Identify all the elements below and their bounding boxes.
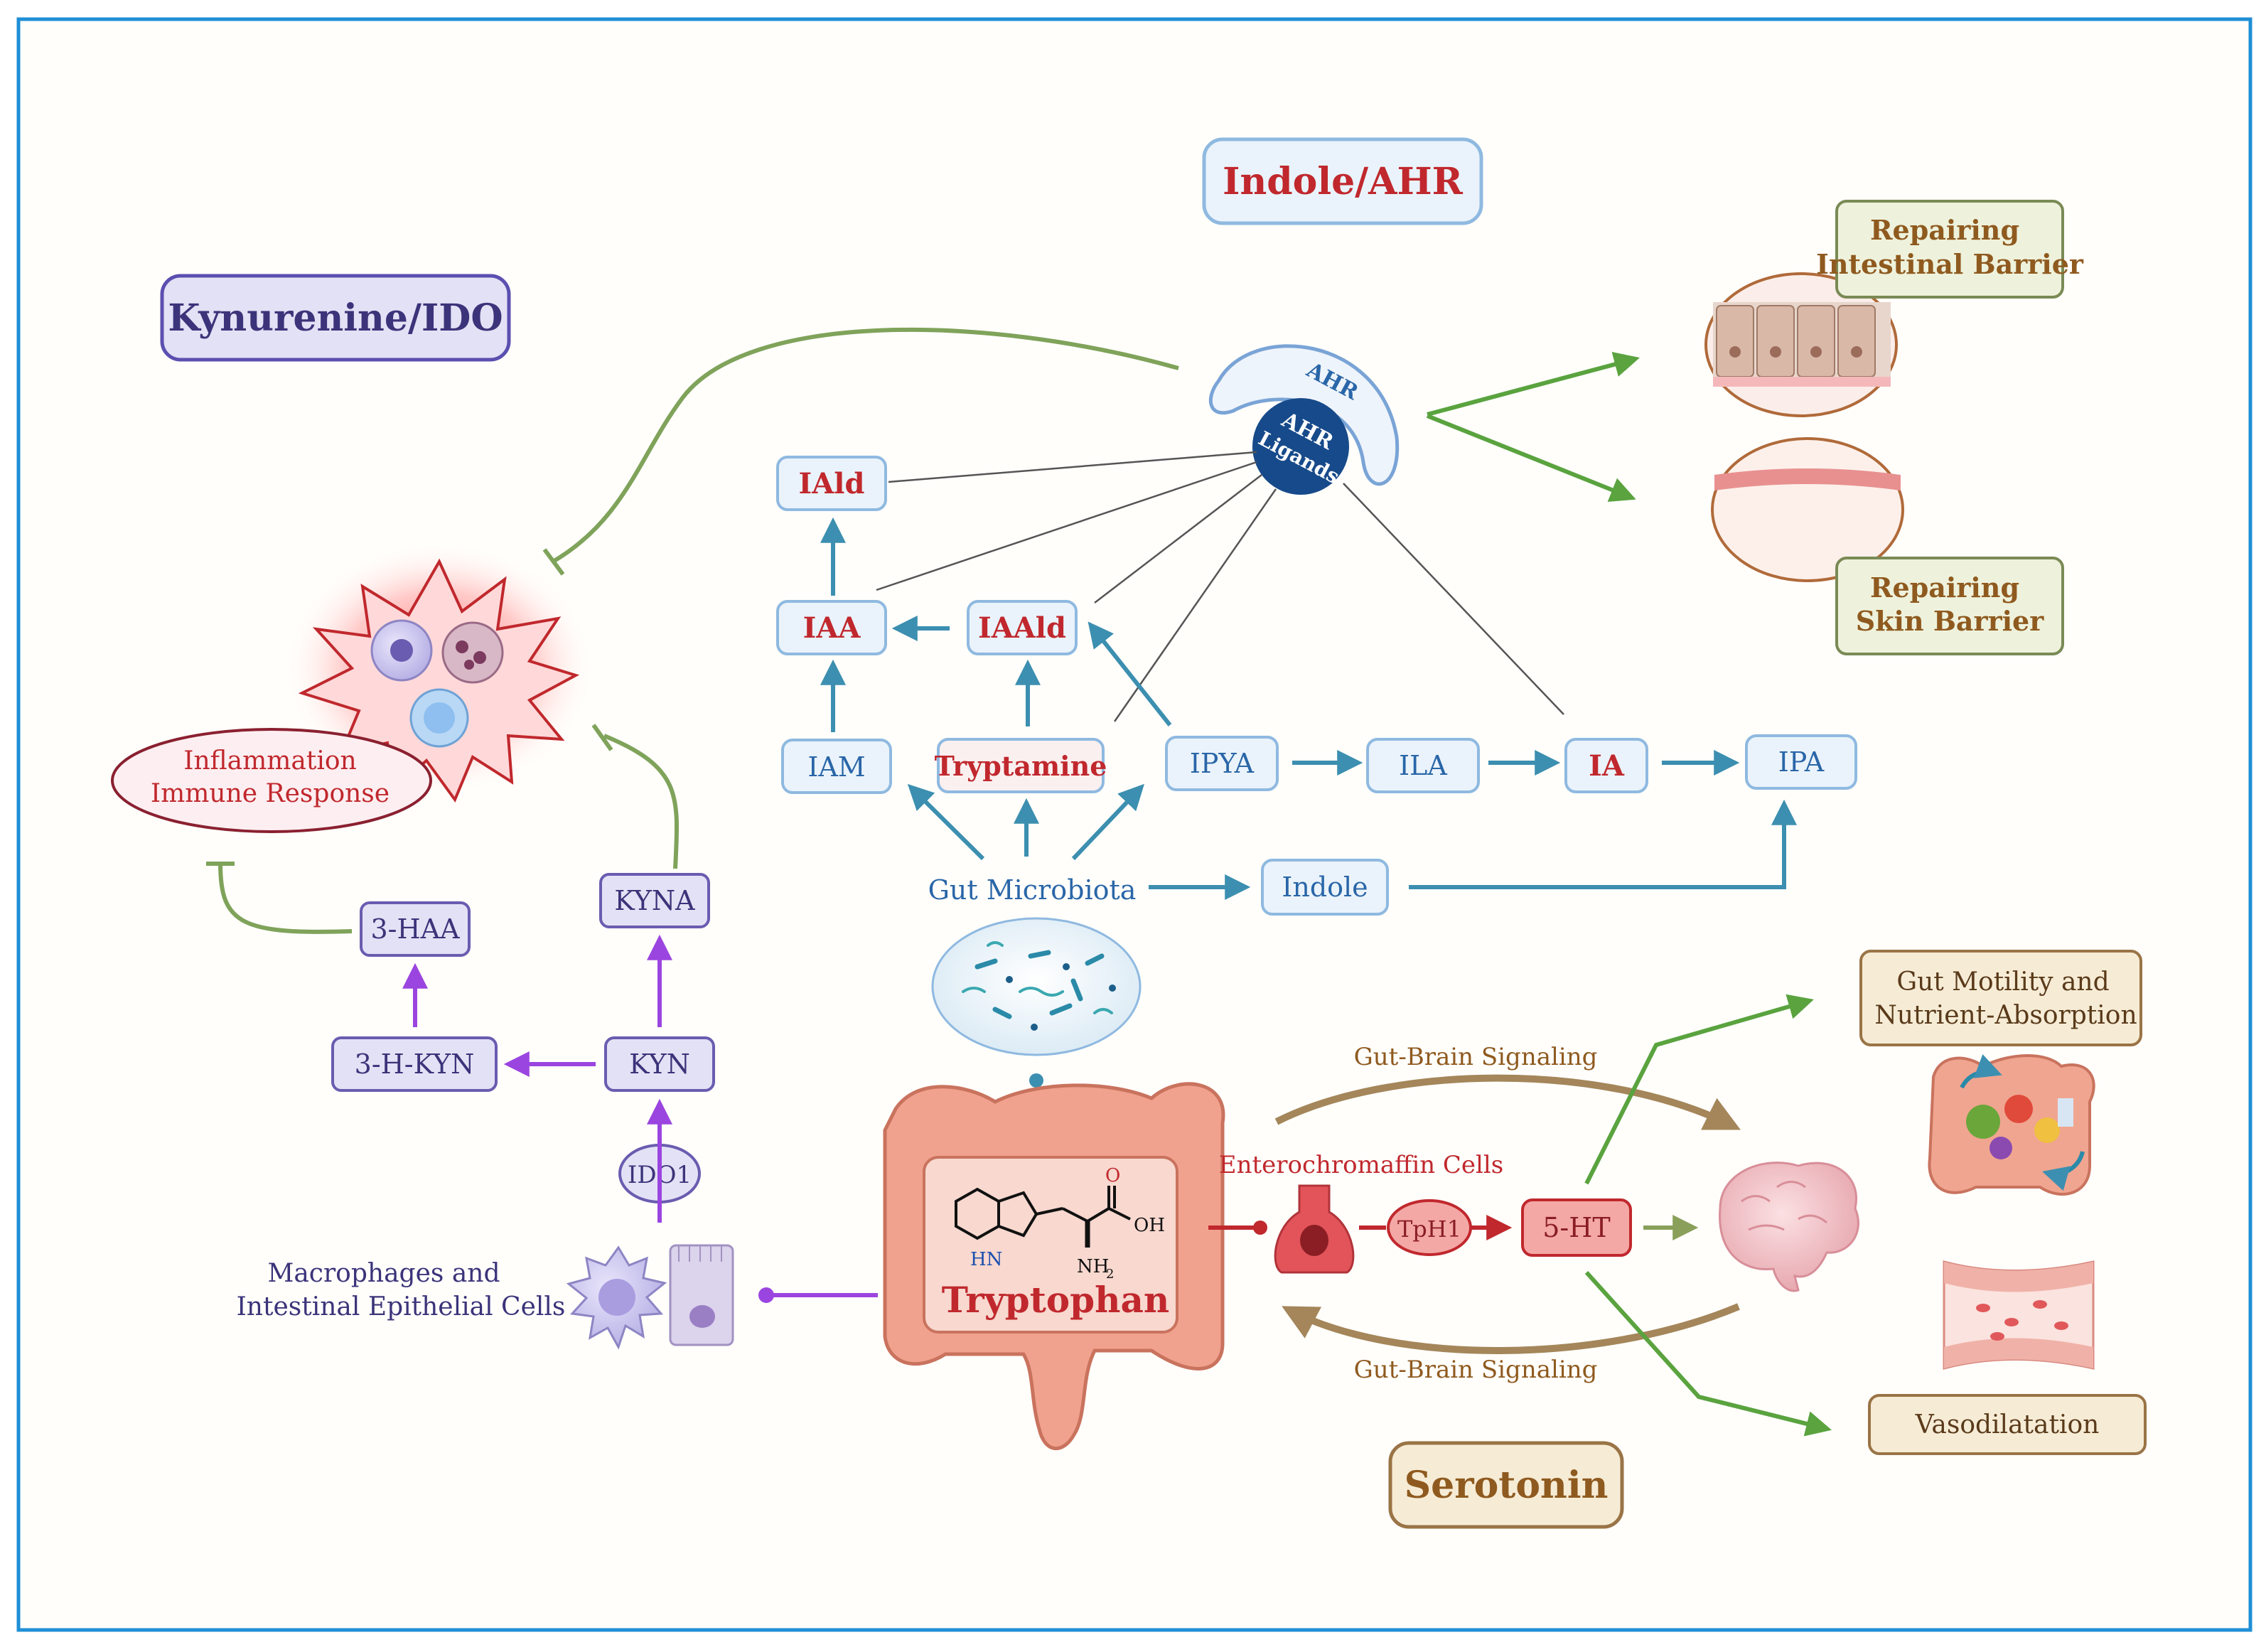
svg-text:Nutrient-Absorption: Nutrient-Absorption: [1874, 1001, 2137, 1030]
kynurenine-arrows: [402, 934, 878, 1297]
svg-text:Repairing: Repairing: [1870, 214, 2019, 246]
macrophages-label-line2: Intestinal Epithelial Cells: [237, 1292, 566, 1321]
svg-text:Indole: Indole: [1282, 871, 1368, 903]
svg-text:IPA: IPA: [1778, 746, 1825, 778]
gut-microbiota-label: Gut Microbiota: [928, 874, 1137, 906]
svg-text:Inflammation: Inflammation: [183, 746, 356, 776]
blood-vessel-illustration: [1943, 1260, 2095, 1370]
node-ila: ILA: [1366, 738, 1480, 793]
brain-illustration: [1719, 1162, 1859, 1292]
svg-text:Serotonin: Serotonin: [1405, 1464, 1609, 1507]
svg-text:IA: IA: [1589, 749, 1625, 783]
svg-text:HN: HN: [970, 1249, 1002, 1270]
inflammation-burst: [283, 540, 596, 803]
tryptophan-molecule-labels: O OH HN NH 2: [970, 1165, 1165, 1282]
ahr-ligands-circle: AHR Ligands: [1252, 398, 1349, 495]
svg-text:Immune Response: Immune Response: [151, 779, 390, 808]
indole-section-title: Indole/AHR: [1202, 137, 1483, 225]
svg-text:Repairing: Repairing: [1870, 572, 2019, 604]
ahr-receptor: AHR: [1208, 344, 1400, 486]
svg-text:Tryptamine: Tryptamine: [935, 750, 1107, 782]
ahr-inhibits-inflammation: [542, 328, 1179, 576]
node-5-ht: 5-HT: [1521, 1198, 1632, 1257]
svg-text:2: 2: [1106, 1267, 1114, 1282]
node-indole: Indole: [1261, 859, 1389, 916]
node-kyn: KYN: [604, 1036, 715, 1092]
epithelial-cell-illustration: [669, 1244, 734, 1346]
node-3-h-kyn: 3-H-KYN: [331, 1036, 498, 1092]
node-kyna: KYNA: [599, 873, 710, 928]
svg-text:IAA: IAA: [803, 611, 861, 645]
svg-text:OH: OH: [1134, 1215, 1165, 1236]
gut-microbiota-illustration: [931, 917, 1142, 1056]
serotonin-section-title: Serotonin: [1388, 1441, 1624, 1529]
nutrition-illustration: [1928, 1054, 2095, 1196]
svg-text:ILA: ILA: [1399, 750, 1447, 781]
node-ipya: IPYA: [1165, 736, 1279, 791]
ht-outcome-arrows: [1584, 994, 1832, 1437]
svg-text:IAld: IAld: [799, 467, 865, 500]
node-ipa: IPA: [1745, 734, 1857, 790]
intestinal-barrier-illustration: [1704, 272, 1898, 417]
gut-brain-signaling-bottom-arrow: [1282, 1303, 1740, 1354]
node-ia: IA: [1564, 738, 1648, 793]
gut-brain-signaling-top-label: Gut-Brain Signaling: [1354, 1043, 1598, 1071]
svg-text:NH: NH: [1077, 1256, 1109, 1277]
connector-dot: [1029, 1073, 1043, 1088]
gut-motility-box: Gut Motility and Nutrient-Absorption: [1859, 950, 2142, 1046]
inflammation-label: Inflammation Immune Response: [111, 728, 432, 833]
haa-inhibits-inflammation: [206, 862, 353, 934]
node-iaa: IAA: [776, 600, 887, 655]
node-iald: IAld: [776, 456, 887, 511]
svg-text:Gut Motility and: Gut Motility and: [1896, 967, 2109, 997]
gut-brain-signaling-bottom-label: Gut-Brain Signaling: [1354, 1356, 1598, 1384]
ahr-outcome-arrows: [1426, 352, 1640, 502]
svg-text:5-HT: 5-HT: [1542, 1212, 1611, 1243]
node-iam: IAM: [781, 739, 892, 794]
indole-pathway-arrows: [820, 517, 1797, 900]
tryptophan-label: Tryptophan: [942, 1279, 1169, 1321]
intestinal-barrier-box: Repairing Intestinal Barrier: [1816, 200, 2084, 299]
svg-text:Vasodilatation: Vasodilatation: [1915, 1410, 2100, 1439]
svg-text:TpH1: TpH1: [1397, 1216, 1461, 1243]
macrophages-label-line1: Macrophages and: [267, 1259, 500, 1288]
svg-text:Indole/AHR: Indole/AHR: [1223, 160, 1463, 203]
svg-text:Skin Barrier: Skin Barrier: [1856, 605, 2044, 637]
enterochromaffin-label: Enterochromaffin Cells: [1219, 1151, 1503, 1179]
gut-brain-signaling-top-arrow: [1274, 1074, 1741, 1130]
ligand-connection-lines: [876, 451, 1564, 722]
macrophage-illustration: [566, 1245, 667, 1350]
node-tph1: TpH1: [1387, 1199, 1472, 1256]
svg-text:IAAld: IAAld: [978, 611, 1066, 645]
tryptophan-molecule: [955, 1186, 1131, 1248]
svg-text:Intestinal Barrier: Intestinal Barrier: [1816, 248, 2084, 280]
svg-text:KYNA: KYNA: [614, 885, 695, 916]
svg-text:3-HAA: 3-HAA: [370, 913, 460, 945]
skin-barrier-illustration: [1711, 437, 1904, 582]
tryptophan-output-dot: [1253, 1221, 1267, 1235]
enterochromaffin-cell: [1274, 1184, 1355, 1274]
kyna-inhibits-inflammation: [591, 724, 680, 869]
node-3-haa: 3-HAA: [360, 901, 471, 957]
svg-text:O: O: [1105, 1165, 1120, 1186]
svg-text:KYN: KYN: [629, 1048, 690, 1080]
vasodilatation-box: Vasodilatation: [1868, 1394, 2147, 1455]
svg-text:Kynurenine/IDO: Kynurenine/IDO: [168, 296, 503, 340]
svg-text:3-H-KYN: 3-H-KYN: [355, 1048, 475, 1080]
kynurenine-section-title: Kynurenine/IDO: [160, 274, 511, 362]
node-tryptamine: Tryptamine: [935, 738, 1107, 793]
skin-barrier-box: Repairing Skin Barrier: [1835, 557, 2064, 655]
kyn-pathway-start-dot: [758, 1287, 774, 1303]
svg-text:IAM: IAM: [807, 751, 865, 783]
svg-text:IPYA: IPYA: [1190, 748, 1255, 779]
node-iaald: IAAld: [967, 600, 1078, 655]
